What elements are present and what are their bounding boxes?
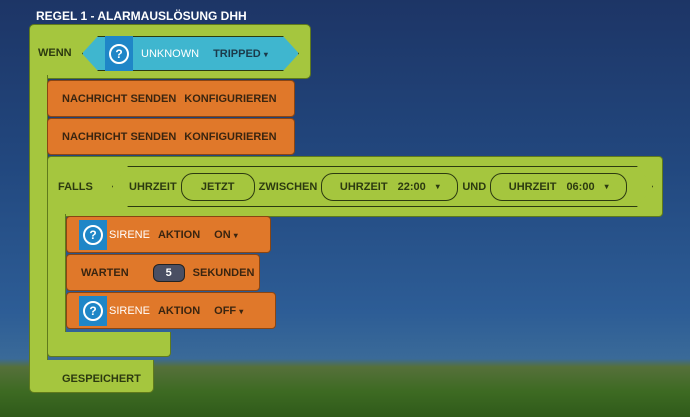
question-icon: ? bbox=[79, 219, 107, 250]
action-label: NACHRICHT SENDEN bbox=[62, 92, 177, 105]
trigger-device: UNKNOWN bbox=[141, 47, 200, 60]
siren-off-block[interactable]: ? SIRENE AKTION OFF ▾ bbox=[66, 292, 276, 329]
when-label: WENN bbox=[38, 47, 72, 59]
wait-label: WARTEN bbox=[81, 266, 129, 279]
if-block-spine bbox=[47, 214, 66, 336]
question-icon: ? bbox=[79, 295, 107, 326]
action-label: AKTION bbox=[157, 304, 201, 317]
if-label: FALLS bbox=[58, 181, 93, 193]
wait-block[interactable]: WARTEN 5 SEKUNDEN bbox=[66, 254, 260, 291]
unit-label: SEKUNDEN bbox=[192, 266, 255, 279]
device-name: SIRENE bbox=[109, 304, 150, 317]
send-message-block[interactable]: NACHRICHT SENDEN KONFIGURIEREN bbox=[47, 118, 295, 155]
trigger-state-dropdown[interactable]: TRIPPED ▾ bbox=[213, 47, 268, 60]
action-label: AKTION bbox=[157, 228, 201, 241]
status-label: GESPEICHERT bbox=[62, 373, 141, 385]
configure-button[interactable]: KONFIGURIEREN bbox=[184, 130, 277, 143]
action-dropdown[interactable]: OFF ▾ bbox=[214, 304, 244, 317]
question-icon: ? bbox=[105, 36, 133, 71]
send-message-block[interactable]: NACHRICHT SENDEN KONFIGURIEREN bbox=[47, 80, 295, 117]
and-label: UND bbox=[462, 180, 487, 193]
time-label: UHRZEIT bbox=[129, 180, 177, 193]
trigger-block[interactable]: ? UNKNOWN TRIPPED ▾ bbox=[82, 36, 299, 71]
between-label: ZWISCHEN bbox=[258, 180, 318, 193]
device-name: SIRENE bbox=[109, 228, 150, 241]
status-block bbox=[29, 360, 154, 393]
now-pill[interactable]: JETZT bbox=[181, 173, 255, 201]
action-dropdown[interactable]: ON ▾ bbox=[214, 228, 238, 241]
siren-on-block[interactable]: ? SIRENE AKTION ON ▾ bbox=[66, 216, 271, 253]
configure-button[interactable]: KONFIGURIEREN bbox=[184, 92, 277, 105]
seconds-input[interactable]: 5 bbox=[152, 263, 185, 282]
action-label: NACHRICHT SENDEN bbox=[62, 130, 177, 143]
if-block-footer bbox=[47, 332, 171, 357]
when-block-spine bbox=[29, 75, 48, 365]
rule-title: REGEL 1 - ALARMAUSLÖSUNG DHH bbox=[36, 9, 247, 23]
